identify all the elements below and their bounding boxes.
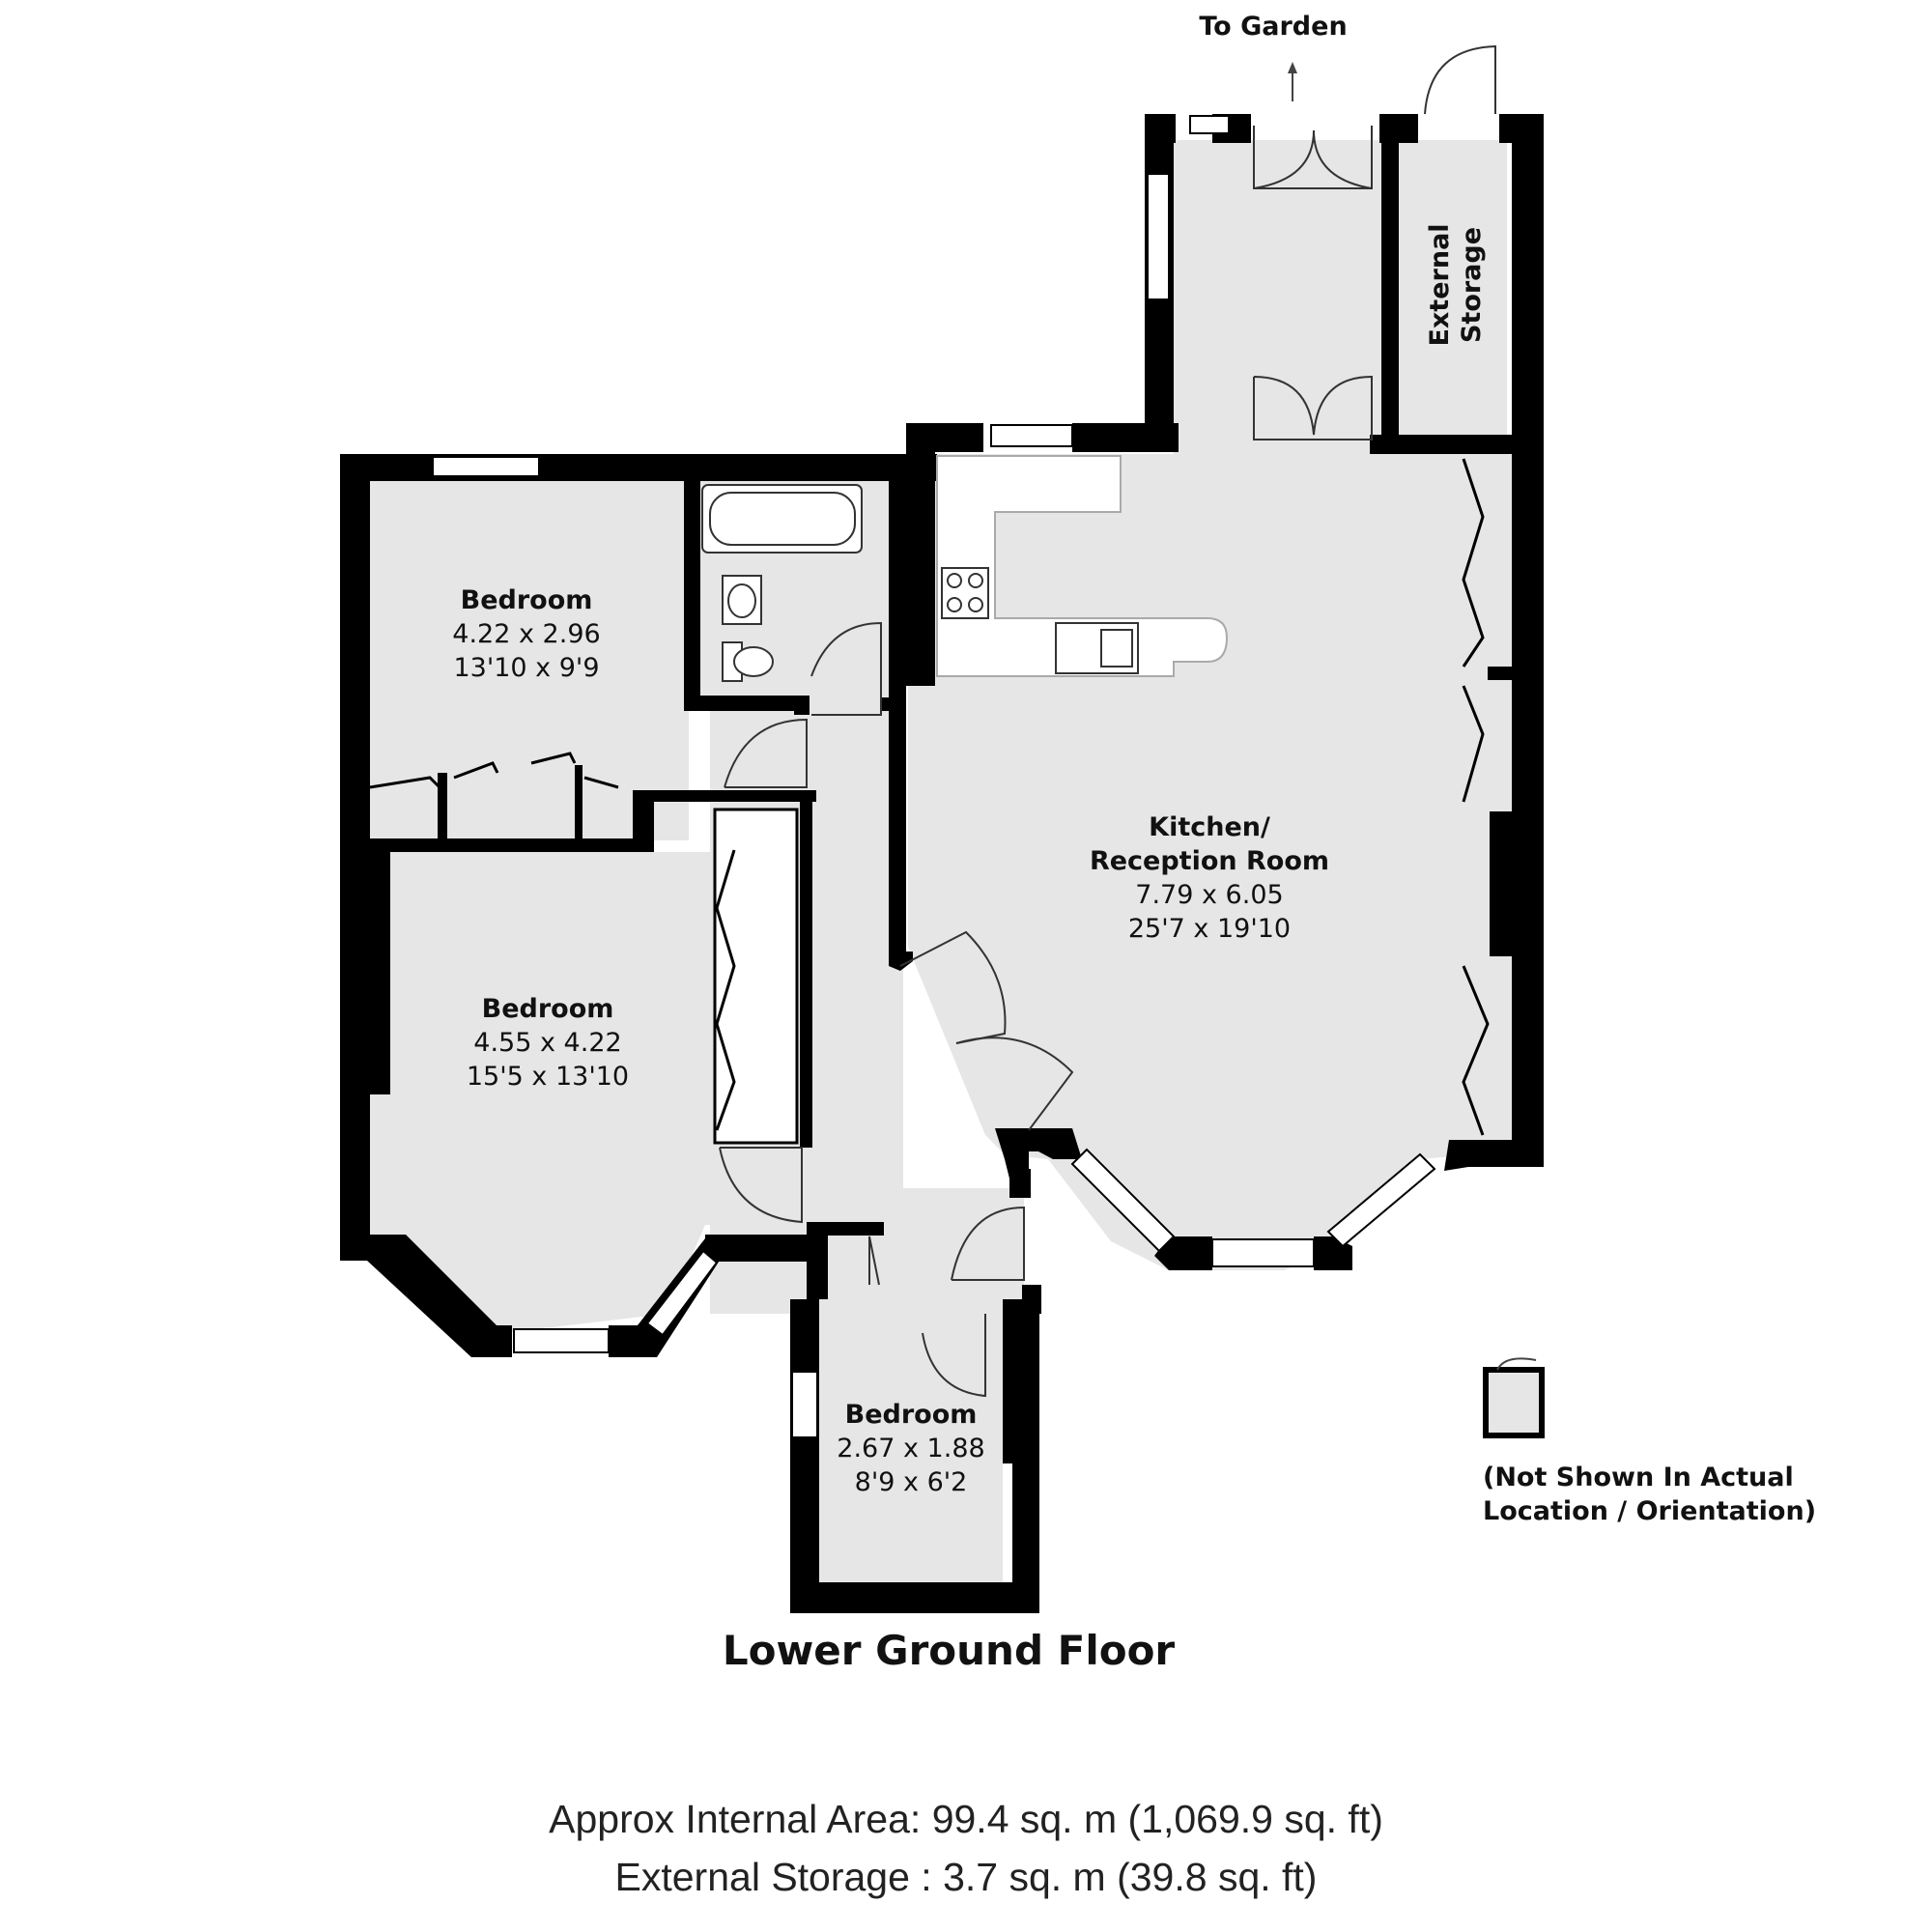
external-storage-label-line1: External	[1425, 223, 1455, 346]
door-garden-top	[1253, 126, 1373, 189]
external-storage-area-text: External Storage : 3.7 sq. m (39.8 sq. f…	[615, 1855, 1318, 1899]
door-hall-cupboard	[951, 1206, 1025, 1281]
door-bedroom-main	[719, 1147, 803, 1224]
room-imperial-bedroom-small: 8'9 x 6'2	[855, 1467, 968, 1497]
door-kitchen-2	[955, 1037, 1074, 1131]
walls	[340, 114, 1544, 1613]
window-corridor-side	[1147, 173, 1170, 300]
doors	[719, 44, 1496, 1398]
floor-title: Lower Ground Floor	[723, 1627, 1176, 1674]
window-kitchen-top	[990, 424, 1073, 447]
door-kitchen-1	[899, 930, 1007, 1044]
door-cupboard	[868, 1236, 880, 1286]
storage-key-icon	[1483, 1357, 1545, 1438]
room-metric-bedroom-main: 4.55 x 4.22	[473, 1028, 621, 1058]
door-garden-double	[1253, 375, 1373, 440]
room-name-kitchen-line1: Kitchen/	[1149, 812, 1270, 842]
external-storage-label-line2: Storage	[1457, 227, 1487, 343]
window-bedroom-bay-front	[513, 1328, 610, 1353]
window-kitchen-bay-right	[1326, 1152, 1436, 1248]
kitchen-counter	[936, 455, 1229, 677]
door-external-storage	[1424, 44, 1496, 115]
labels: To Garden External Storage Bedroom 4.22 …	[452, 12, 1816, 1899]
to-garden-arrow	[1288, 62, 1297, 101]
window-bedroom-top	[432, 456, 540, 477]
to-garden-label: To Garden	[1199, 12, 1347, 42]
door-small-bedroom	[922, 1314, 986, 1398]
floor-areas	[370, 140, 1512, 1582]
room-metric-bedroom-top: 4.22 x 2.96	[452, 619, 600, 649]
not-shown-note-line2: Location / Orientation)	[1483, 1496, 1816, 1526]
windows	[432, 115, 1436, 1438]
room-metric-bedroom-small: 2.67 x 1.88	[837, 1434, 984, 1463]
room-imperial-bedroom-top: 13'10 x 9'9	[453, 653, 599, 683]
room-imperial-bedroom-main: 15'5 x 13'10	[467, 1062, 629, 1092]
room-metric-kitchen: 7.79 x 6.05	[1135, 880, 1283, 910]
room-name-bedroom-small: Bedroom	[845, 1400, 978, 1430]
window-small-bedroom	[791, 1371, 818, 1438]
window-bedroom-bay-side	[645, 1249, 719, 1337]
window-kitchen-bay-left	[1070, 1148, 1176, 1253]
internal-area-text: Approx Internal Area: 99.4 sq. m (1,069.…	[549, 1797, 1383, 1841]
not-shown-note-line1: (Not Shown In Actual	[1483, 1463, 1794, 1492]
door-bathroom	[810, 621, 882, 716]
door-bedroom-top	[724, 718, 808, 788]
window-kitchen-bay-front	[1211, 1238, 1315, 1267]
fixtures	[369, 455, 1229, 1145]
room-name-kitchen-line2: Reception Room	[1090, 846, 1329, 876]
window-corridor-top	[1189, 115, 1230, 134]
room-name-bedroom-top: Bedroom	[461, 585, 593, 615]
room-imperial-kitchen: 25'7 x 19'10	[1128, 914, 1291, 944]
room-name-bedroom-main: Bedroom	[482, 994, 614, 1024]
